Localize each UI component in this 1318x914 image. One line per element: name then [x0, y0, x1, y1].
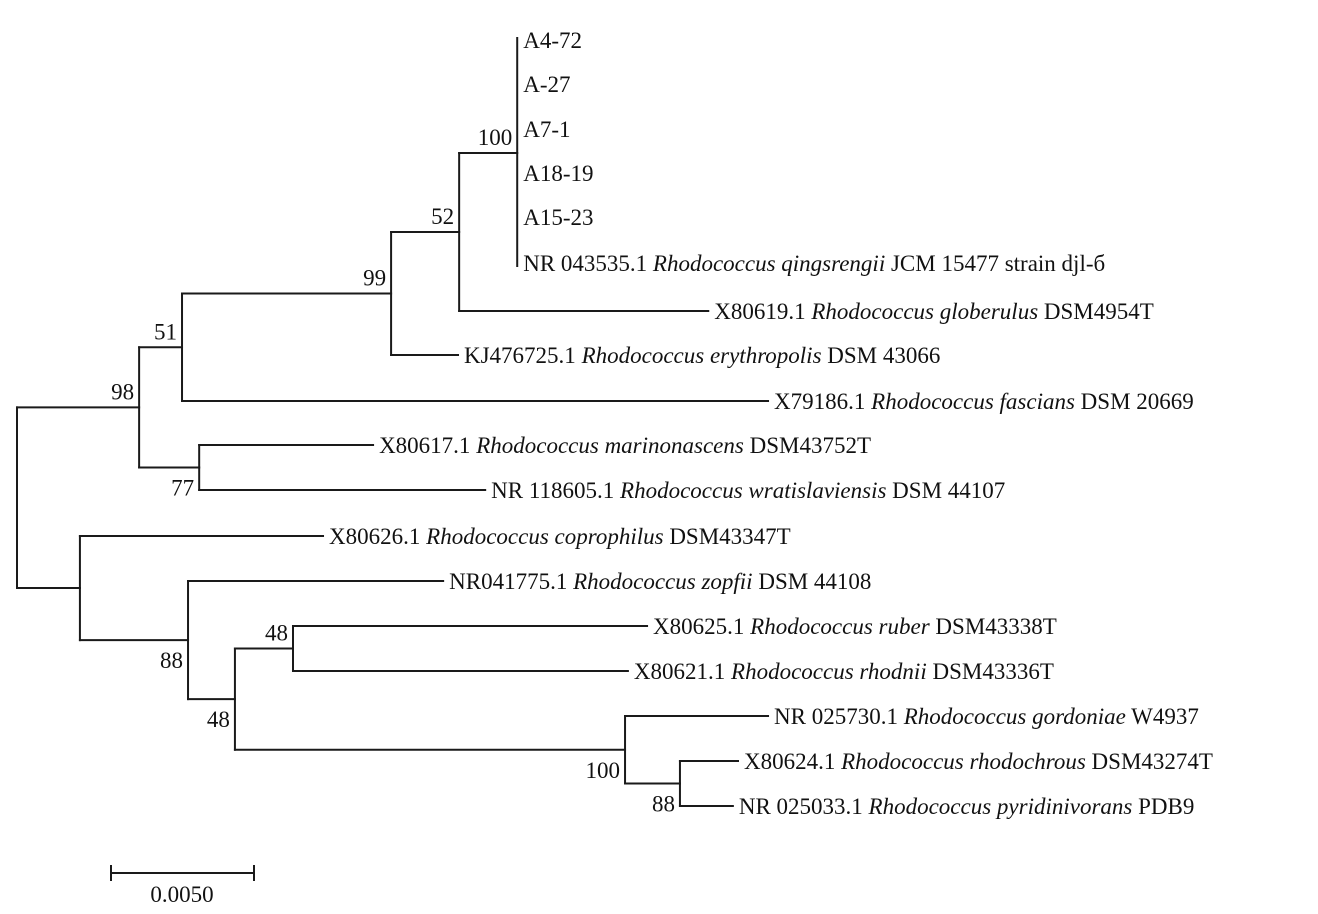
bootstrap-value: 77	[171, 476, 194, 501]
tip-species: Rhodococcus globerulus	[806, 299, 1039, 324]
tip-species: Rhodococcus erythropolis	[576, 343, 822, 368]
tip-accession: NR 118605.1	[491, 478, 614, 503]
tip-label: KJ476725.1 Rhodococcus erythropolis DSM …	[464, 343, 940, 368]
bootstrap-value: 88	[652, 792, 675, 817]
tip-label: A7-1	[523, 117, 570, 142]
tip-species: Rhodococcus marinonascens	[470, 433, 743, 458]
tip-strain: PDB9	[1132, 794, 1194, 819]
bootstrap-value: 51	[154, 319, 177, 344]
tip-accession: NR 025730.1	[774, 704, 898, 729]
tip-species: Rhodococcus zopfii	[567, 569, 752, 594]
tip-strain: DSM 44107	[886, 478, 1005, 503]
tip-accession: A-27	[523, 72, 570, 97]
tip-strain: W4937	[1126, 704, 1199, 729]
bootstrap-value: 100	[478, 125, 513, 150]
tip-accession: X80619.1	[714, 299, 805, 324]
tip-accession: A4-72	[523, 28, 582, 53]
tip-strain: DSM4954T	[1038, 299, 1154, 324]
tip-accession: X80621.1	[634, 659, 725, 684]
tip-species: Rhodococcus coprophilus	[420, 524, 663, 549]
bootstrap-value: 88	[160, 648, 183, 673]
tip-label: X80621.1 Rhodococcus rhodnii DSM43336T	[634, 659, 1054, 684]
tip-label: X80626.1 Rhodococcus coprophilus DSM4334…	[329, 524, 791, 549]
tip-accession: NR041775.1	[449, 569, 567, 594]
tip-accession: A18-19	[523, 161, 593, 186]
tip-accession: X79186.1	[774, 389, 865, 414]
scale-bar: 0.0050	[110, 865, 255, 907]
tip-accession: X80617.1	[379, 433, 470, 458]
tip-label: A15-23	[523, 205, 593, 230]
tip-accession: X80626.1	[329, 524, 420, 549]
tip-species: Rhodococcus fascians	[865, 389, 1075, 414]
tip-strain: JCM 15477 strain djl-б	[885, 251, 1105, 276]
tip-accession: A7-1	[523, 117, 570, 142]
tip-label: NR 025033.1 Rhodococcus pyridinivorans P…	[739, 794, 1195, 819]
tip-species: Rhodococcus gordoniae	[898, 704, 1126, 729]
bootstrap-value: 99	[363, 266, 386, 291]
tip-label: NR 118605.1 Rhodococcus wratislaviensis …	[491, 478, 1005, 503]
tip-accession: X80624.1	[744, 749, 835, 774]
tip-species: Rhodococcus pyridinivorans	[863, 794, 1133, 819]
tip-accession: NR 043535.1	[523, 251, 647, 276]
tip-accession: A15-23	[523, 205, 593, 230]
tip-label: NR041775.1 Rhodococcus zopfii DSM 44108	[449, 569, 871, 594]
tip-label: NR 043535.1 Rhodococcus qingsrengii JCM …	[523, 251, 1105, 276]
tip-label: A18-19	[523, 161, 593, 186]
tip-label: X80624.1 Rhodococcus rhodochrous DSM4327…	[744, 749, 1213, 774]
tip-strain: DSM43752T	[744, 433, 871, 458]
tip-label: A4-72	[523, 28, 582, 53]
tip-species: Rhodococcus qingsrengii	[647, 251, 885, 276]
bootstrap-value: 52	[431, 204, 454, 229]
bootstrap-value: 100	[586, 758, 621, 783]
tip-species: Rhodococcus ruber	[744, 614, 930, 639]
branches	[16, 37, 770, 807]
tip-accession: NR 025033.1	[739, 794, 863, 819]
tip-strain: DSM43347T	[664, 524, 791, 549]
tip-label: NR 025730.1 Rhodococcus gordoniae W4937	[774, 704, 1199, 729]
bootstrap-value: 98	[111, 379, 134, 404]
tip-species: Rhodococcus wratislaviensis	[614, 478, 886, 503]
tip-label: X80619.1 Rhodococcus globerulus DSM4954T	[714, 299, 1154, 324]
tip-label: A-27	[523, 72, 570, 97]
tip-species: Rhodococcus rhodochrous	[835, 749, 1085, 774]
tip-species: Rhodococcus rhodnii	[725, 659, 926, 684]
tip-accession: X80625.1	[653, 614, 744, 639]
tip-strain: DSM 44108	[753, 569, 872, 594]
tip-label: X80625.1 Rhodococcus ruber DSM43338T	[653, 614, 1057, 639]
tip-strain: DSM43336T	[927, 659, 1054, 684]
tip-strain: DSM43338T	[930, 614, 1057, 639]
tip-strain: DSM 20669	[1075, 389, 1194, 414]
bootstrap-value: 48	[265, 621, 288, 646]
tip-accession: KJ476725.1	[464, 343, 576, 368]
tip-strain: DSM 43066	[822, 343, 941, 368]
tip-label: X80617.1 Rhodococcus marinonascens DSM43…	[379, 433, 871, 458]
scale-bar-label: 0.0050	[150, 882, 213, 907]
tip-strain: DSM43274T	[1086, 749, 1213, 774]
tip-label: X79186.1 Rhodococcus fascians DSM 20669	[774, 389, 1194, 414]
bootstrap-value: 48	[207, 707, 230, 732]
